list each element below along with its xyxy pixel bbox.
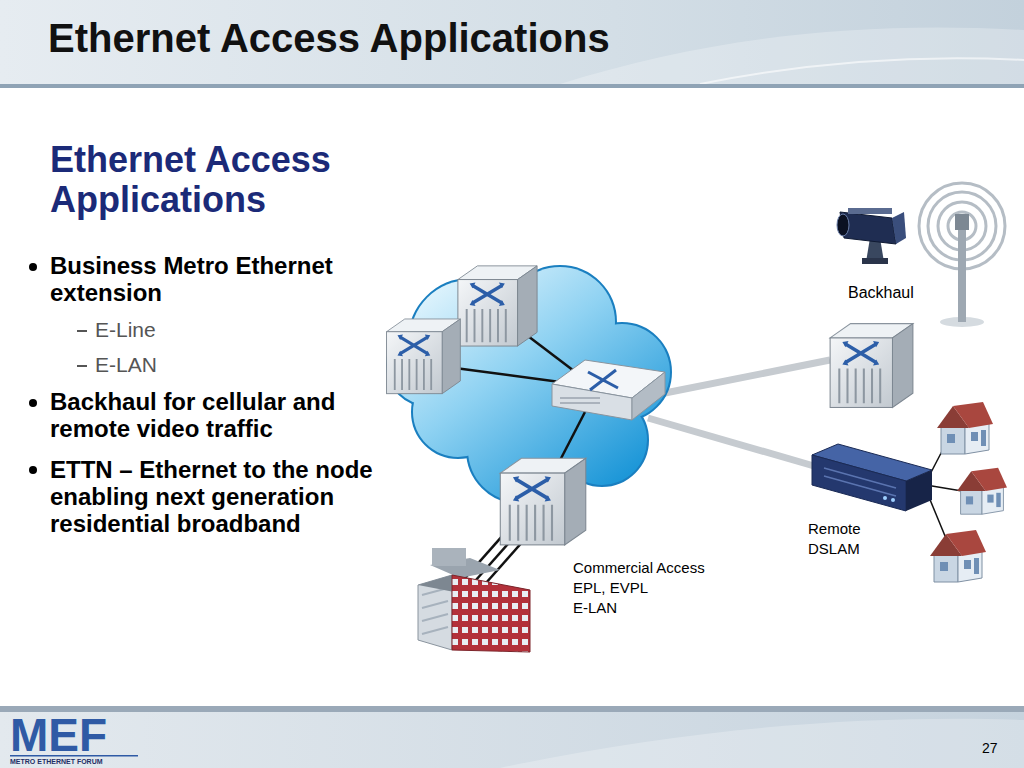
cell-tower-part <box>955 214 969 230</box>
icon-label: Backhaul <box>848 283 914 302</box>
homes-part <box>937 402 993 454</box>
bullet-marks-part <box>29 466 37 474</box>
aggregation-switch-part <box>588 370 618 390</box>
header-band-part <box>0 0 1024 84</box>
homes-part <box>957 468 1007 514</box>
logo-subtitle: METRO ETHERNET FORUM <box>10 758 103 766</box>
aggregation-switch-part <box>560 398 600 403</box>
icon-label: E-LAN <box>573 598 617 618</box>
remote-dslam <box>812 444 932 511</box>
remote-dslam-part <box>891 498 895 502</box>
icon-label: EPL, EVPL <box>573 578 648 598</box>
icon-label: Commercial Access <box>573 558 705 578</box>
aggregation-switch <box>552 360 665 420</box>
bullet-text: Business Metro Ethernet extension <box>50 252 440 306</box>
header-band <box>0 0 1024 88</box>
header-band-part <box>700 58 1024 84</box>
access-links-part <box>660 360 830 394</box>
office-building <box>418 548 530 652</box>
bullet-marks-part <box>77 365 87 367</box>
ethernet-switches-part <box>500 458 586 545</box>
cell-tower-part <box>958 218 966 322</box>
footer-band <box>0 706 1024 768</box>
subtitle: Ethernet Access Applications <box>50 140 380 220</box>
video-camera-part <box>892 212 906 244</box>
bullet-marks-part <box>29 263 37 271</box>
ethernet-switches-part <box>387 319 461 394</box>
aggregation-switch-part <box>632 372 665 420</box>
ethernet-switches-part <box>830 324 913 408</box>
office-building-part <box>432 548 466 566</box>
video-camera-part <box>848 208 892 214</box>
homes <box>930 402 1007 582</box>
logo-text: MEF <box>10 712 107 758</box>
footer-band-part <box>0 712 1024 768</box>
homes-part <box>930 530 986 582</box>
remote-dslam-part <box>883 496 887 500</box>
bullet-marks-part <box>77 330 87 332</box>
core-links-part <box>455 368 560 382</box>
remote-dslam-part <box>906 470 932 511</box>
video-camera <box>837 208 906 264</box>
sub-bullet-text: E-LAN <box>95 352 157 378</box>
access-links-part <box>648 418 814 466</box>
page-number: 27 <box>982 739 998 757</box>
bullet-text: ETTN – Ethernet to the node enabling nex… <box>50 456 440 537</box>
icon-label: Remote DSLAM <box>808 519 882 559</box>
remote-dslam-part <box>824 468 896 496</box>
bullet-text: Backhaul for cellular and remote video t… <box>50 388 380 442</box>
header-band-part <box>0 84 1024 88</box>
sub-bullet-text: E-Line <box>95 317 156 343</box>
video-camera-part <box>862 258 888 264</box>
office-building-part <box>452 575 530 652</box>
footer-band-part <box>0 706 1024 712</box>
footer-band-part <box>500 719 1024 768</box>
header-band-part <box>560 27 1024 84</box>
office-building-part <box>422 588 448 634</box>
bullet-marks-part <box>29 399 37 407</box>
ethernet-switches-part <box>458 266 537 346</box>
ethernet-switches <box>387 266 913 545</box>
cell-tower <box>919 183 1005 327</box>
video-camera-part <box>837 214 849 236</box>
remote-dslam-part <box>812 455 906 511</box>
slide-title: Ethernet Access Applications <box>48 14 610 62</box>
